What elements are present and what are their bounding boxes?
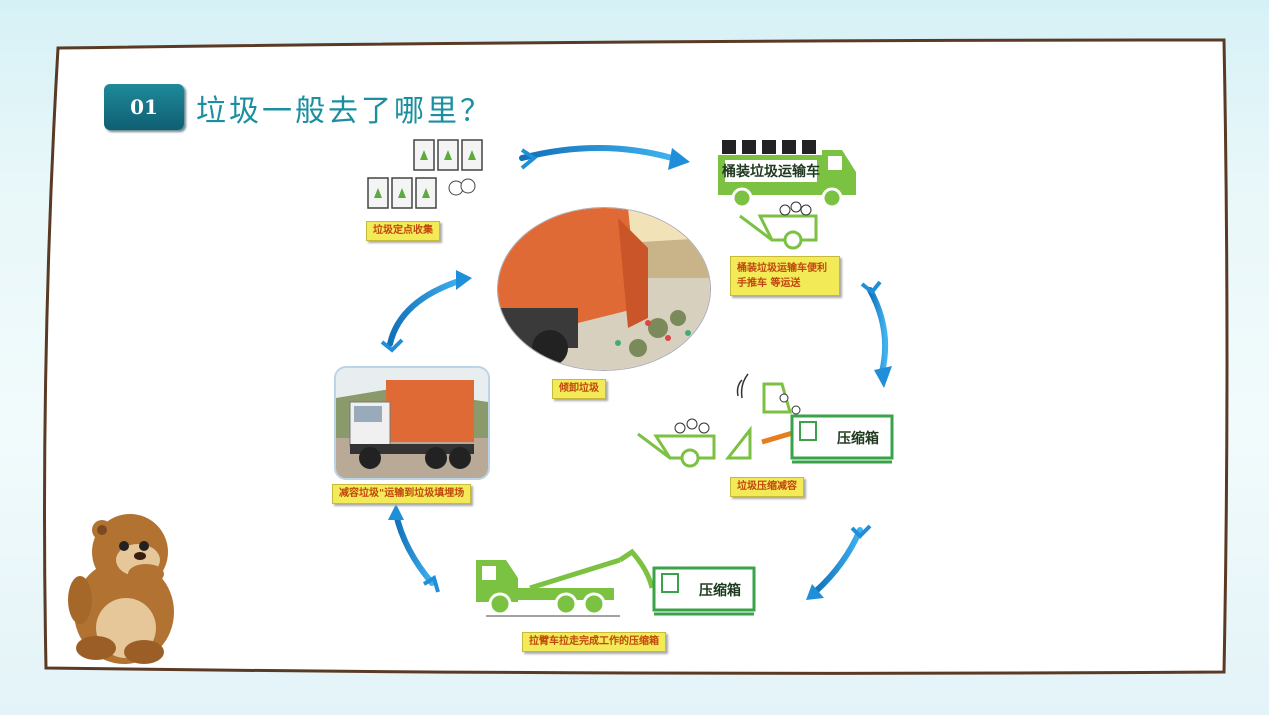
cycle-arrow-icon — [387, 145, 889, 595]
section-title: 垃圾一般去了哪里？ — [196, 94, 493, 129]
truck-sign-text: 桶装垃圾运输车 — [722, 163, 820, 180]
dumping-photo — [497, 207, 711, 371]
landfill-truck-photo — [334, 366, 490, 480]
landfill-label: 减容垃圾"运输到垃圾填埋场 — [332, 484, 472, 504]
transport-label: 桶装垃圾运输车便利手推车 等运送 — [730, 256, 840, 296]
dumping-label: 倾卸垃圾 — [552, 379, 606, 399]
section-number-badge: 01 — [104, 84, 184, 130]
hauled-box-text: 压缩箱 — [699, 582, 741, 599]
compression-box-text: 压缩箱 — [837, 430, 879, 447]
collection-label: 垃圾定点收集 — [366, 221, 440, 241]
compression-label: 垃圾压缩减容 — [730, 477, 804, 497]
hauling-label: 拉臂车拉走完成工作的压缩箱 — [522, 632, 666, 652]
